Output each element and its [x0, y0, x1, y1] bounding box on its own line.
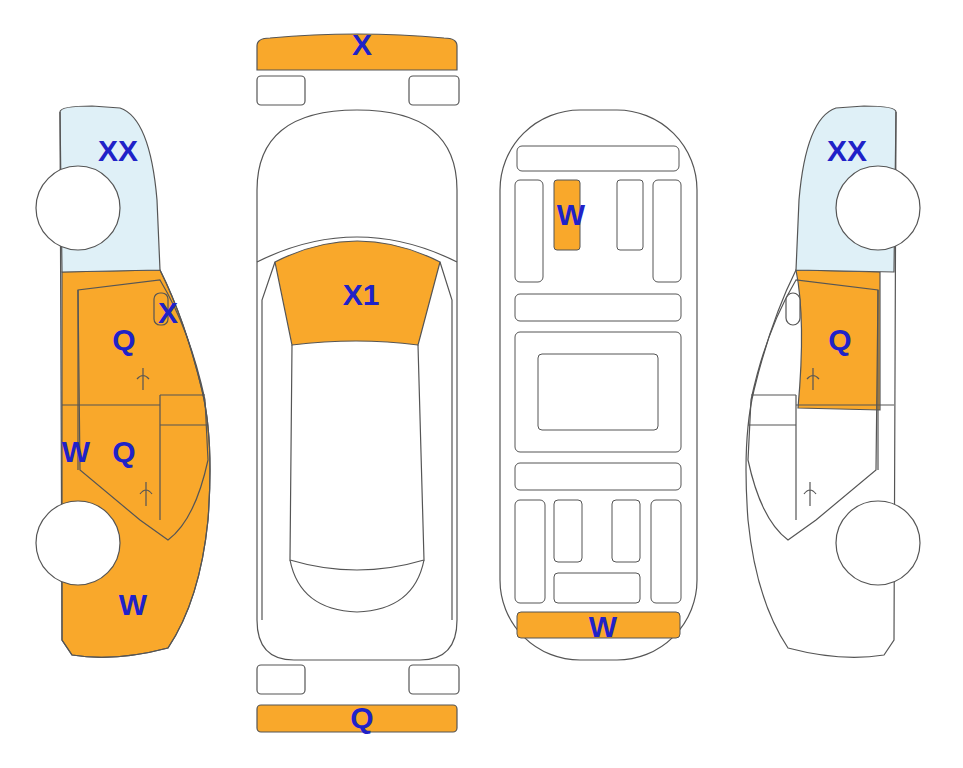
damage-code: X	[352, 30, 372, 60]
car-body-top	[257, 110, 457, 660]
damage-code: X1	[343, 280, 380, 310]
windshield	[275, 241, 440, 345]
left-side-view	[36, 106, 210, 657]
damage-code: X	[158, 298, 178, 328]
damage-code: XX	[827, 136, 867, 166]
damage-code: Q	[350, 703, 373, 733]
car-underside	[500, 110, 697, 660]
damage-code: W	[62, 437, 90, 467]
damage-code: W	[589, 612, 617, 642]
damage-code: W	[119, 590, 147, 620]
right-side-view	[746, 106, 920, 657]
damage-code: Q	[112, 437, 135, 467]
damage-code: XX	[98, 136, 138, 166]
damage-code: Q	[828, 325, 851, 355]
damage-code: W	[557, 200, 585, 230]
damage-code: Q	[112, 325, 135, 355]
